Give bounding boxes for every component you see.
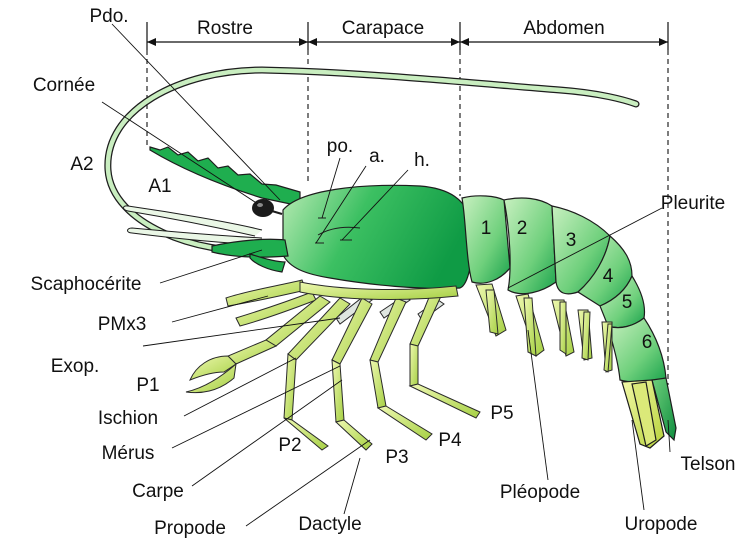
label-po: po. bbox=[327, 136, 353, 157]
label-pleopode: Pléopode bbox=[500, 482, 580, 503]
segment-2-label: 2 bbox=[517, 218, 528, 239]
label-a1: A1 bbox=[148, 176, 171, 197]
label-telson: Telson bbox=[681, 454, 736, 475]
label-merus: Mérus bbox=[102, 443, 155, 464]
label-pdo: Pdo. bbox=[89, 6, 128, 27]
label-p3: P3 bbox=[385, 447, 408, 468]
label-carpe: Carpe bbox=[132, 481, 184, 502]
section-abdomen: Abdomen bbox=[523, 18, 604, 39]
pereiopods bbox=[186, 290, 480, 450]
label-pmx3: PMx3 bbox=[98, 314, 147, 335]
label-pleurite: Pleurite bbox=[661, 193, 725, 214]
label-p5: P5 bbox=[490, 403, 513, 424]
label-a: a. bbox=[369, 146, 385, 167]
section-rostre: Rostre bbox=[197, 18, 253, 39]
label-propode: Propode bbox=[154, 518, 226, 539]
label-p4: P4 bbox=[438, 430, 462, 451]
label-a2: A2 bbox=[70, 154, 93, 175]
label-exop: Exop. bbox=[51, 356, 100, 377]
segment-5-label: 5 bbox=[622, 292, 633, 313]
segment-3-label: 3 bbox=[566, 230, 577, 251]
label-p2: P2 bbox=[278, 435, 301, 456]
segment-1-label: 1 bbox=[481, 218, 492, 239]
segment-4-label: 4 bbox=[603, 266, 614, 287]
label-scaphocerite: Scaphocérite bbox=[31, 274, 142, 295]
carapace bbox=[283, 185, 472, 288]
section-carapace: Carapace bbox=[342, 18, 424, 39]
segment-6-label: 6 bbox=[642, 332, 653, 353]
label-cornee: Cornée bbox=[33, 75, 95, 96]
label-uropode: Uropode bbox=[625, 514, 698, 535]
label-ischion: Ischion bbox=[98, 408, 158, 429]
label-p1: P1 bbox=[136, 375, 159, 396]
label-h: h. bbox=[414, 150, 430, 171]
label-dactyle: Dactyle bbox=[298, 514, 361, 535]
